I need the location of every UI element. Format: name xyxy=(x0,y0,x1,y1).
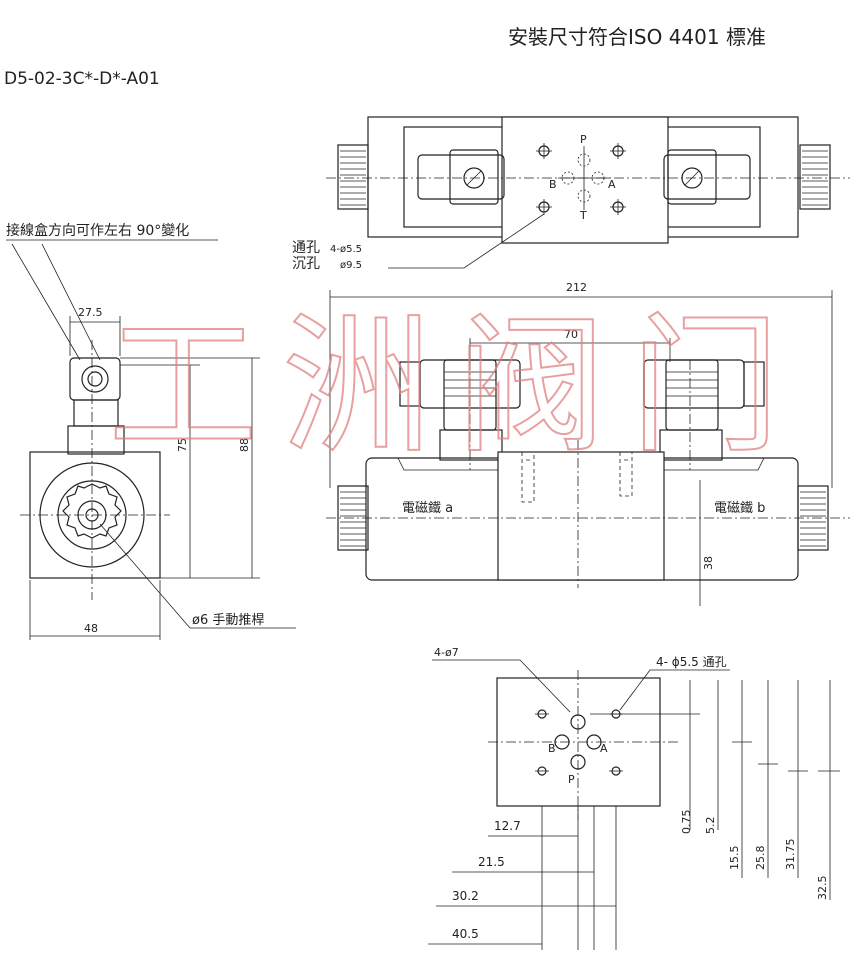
counterbore-value: ø9.5 xyxy=(340,260,362,271)
watermark: 工洲阀门 xyxy=(108,300,804,474)
holes-4-d7: 4-ø7 xyxy=(434,646,459,659)
mount-port-a: A xyxy=(600,742,608,755)
mounting-pattern: B A P 4-ø7 4- ϕ5.5 通孔 12.7 21.5 30.2 40.… xyxy=(428,646,840,950)
solenoid-b-label: 電磁鐵 b xyxy=(714,500,765,516)
solenoid-a-label: 電磁鐵 a xyxy=(402,500,453,516)
dim-88: 88 xyxy=(238,438,251,452)
right-knob xyxy=(799,144,831,210)
dim-y-31-75: 31.75 xyxy=(784,839,797,871)
dim-27-5: 27.5 xyxy=(78,306,103,319)
left-knob xyxy=(337,144,369,210)
manual-override-label: ø6 手動推桿 xyxy=(192,613,264,628)
dim-70: 70 xyxy=(564,328,578,341)
dim-x-12-7: 12.7 xyxy=(494,819,521,833)
port-label-b: B xyxy=(549,178,557,191)
port-label-p: P xyxy=(580,133,587,146)
dim-38: 38 xyxy=(702,556,715,570)
front-view: 212 70 電磁鐵 a 電磁鐵 b xyxy=(326,281,850,606)
top-valve-block xyxy=(501,116,669,244)
counterbore-label: 沉孔 xyxy=(292,256,320,272)
dim-212: 212 xyxy=(566,281,587,294)
dim-48: 48 xyxy=(84,622,98,635)
through-hole-value: 4-ø5.5 xyxy=(330,244,362,255)
top-view: P B A T 通孔 4-ø5.5 沉孔 ø9.5 xyxy=(292,116,850,272)
dim-y-32-5: 32.5 xyxy=(816,876,829,901)
dim-y-0-75: 0.75 xyxy=(680,810,693,835)
dim-x-40-5: 40.5 xyxy=(452,927,479,941)
dim-x-30-2: 30.2 xyxy=(452,889,479,903)
side-view: 接線盒方向可作左右 90°變化 27.5 75 88 48 xyxy=(6,222,296,640)
rotation-note: 接線盒方向可作左右 90°變化 xyxy=(6,222,189,239)
mount-port-b: B xyxy=(548,742,556,755)
dim-x-21-5: 21.5 xyxy=(478,855,505,869)
model-code: D5-02-3C*-D*-A01 xyxy=(4,69,160,89)
dim-y-25-8: 25.8 xyxy=(754,846,767,871)
standard-note: 安裝尺寸符合ISO 4401 標准 xyxy=(508,25,766,49)
through-holes-label: 4- ϕ5.5 通孔 xyxy=(656,655,727,669)
dim-75: 75 xyxy=(176,438,189,452)
port-label-t: T xyxy=(579,209,587,222)
port-label-a: A xyxy=(608,178,616,191)
dim-y-5-2: 5.2 xyxy=(704,817,717,835)
mount-port-p: P xyxy=(568,773,575,786)
through-hole-label: 通孔 xyxy=(292,240,320,256)
dim-y-15-5: 15.5 xyxy=(728,846,741,871)
front-valve-block xyxy=(497,451,665,581)
